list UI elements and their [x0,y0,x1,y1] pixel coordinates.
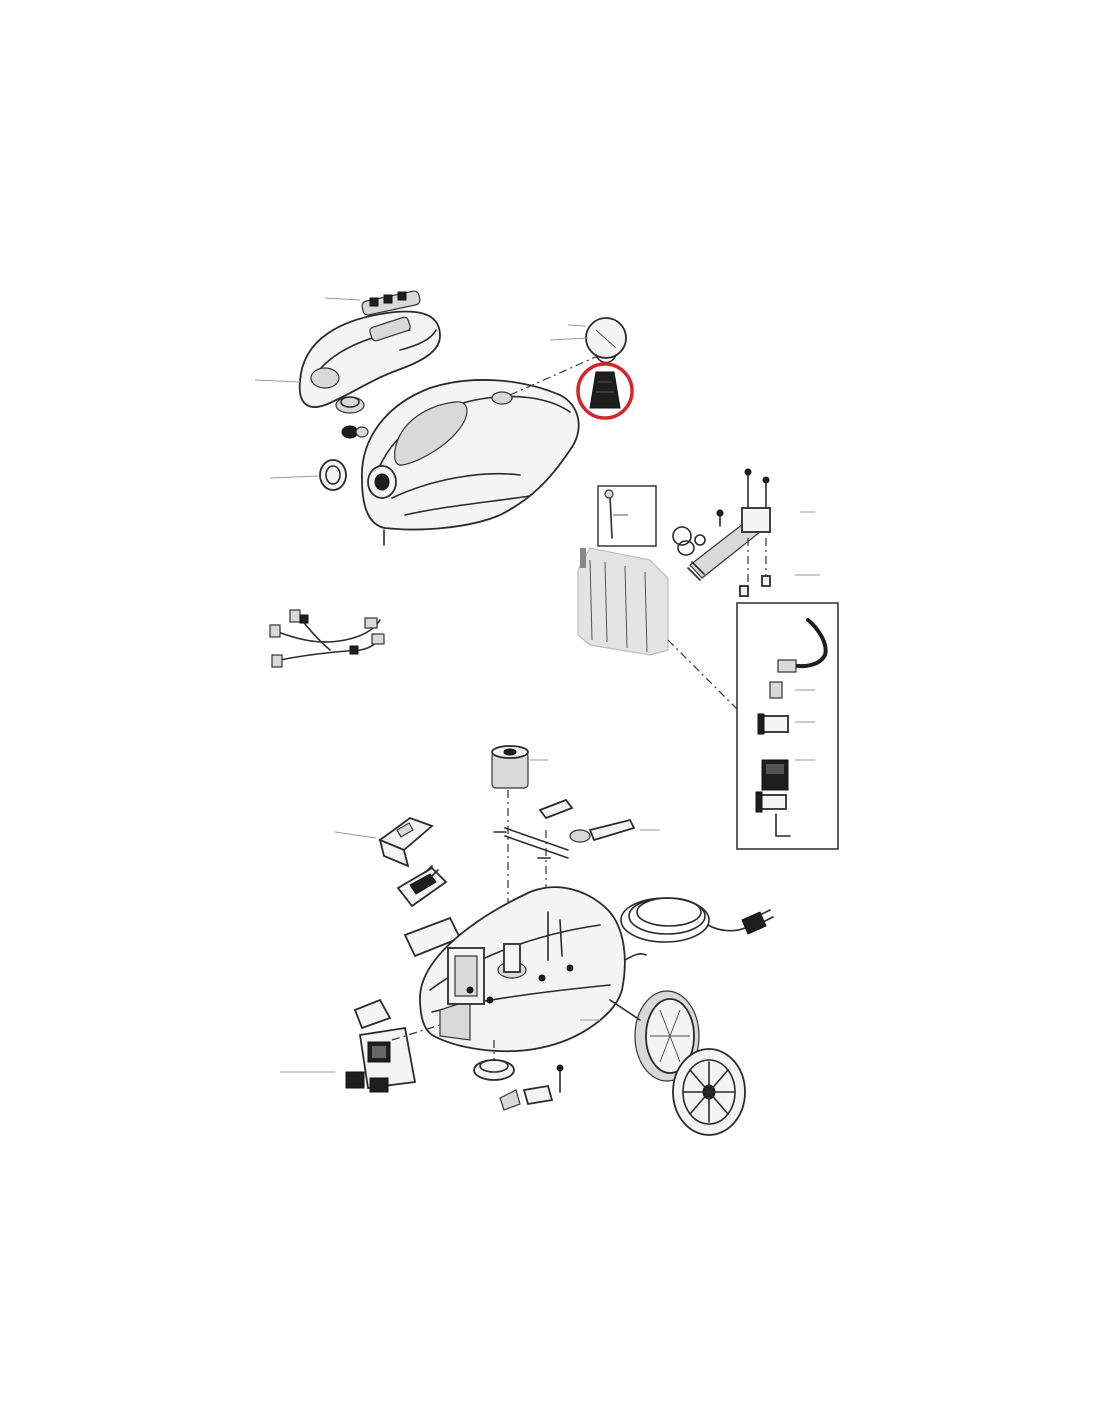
filler-cap-seal [589,371,621,409]
control-board-cover [378,816,434,868]
main-housing-cover [361,379,580,546]
base-chassis [419,886,626,1053]
dial-ring [319,459,347,491]
switch-panel [280,998,441,1093]
knob-assembly [335,396,369,439]
control-board-pcb [396,865,448,908]
top-cover-handle-grip [361,290,421,316]
water-tank [577,547,669,656]
top-cover-panel [298,310,441,408]
pump-assembly-inset [736,602,839,850]
rear-wheel [609,990,700,1082]
steam-valve-fitting [672,468,771,597]
wheel-hubcap [672,1048,746,1136]
wiring-harness [269,609,385,668]
filler-cap [585,317,627,364]
boiler-top-block [491,745,548,940]
level-probe-inset [597,485,657,547]
highlighted-part-circle [576,362,634,420]
power-cord [620,897,774,961]
bottom-valve-cup [473,1040,564,1111]
